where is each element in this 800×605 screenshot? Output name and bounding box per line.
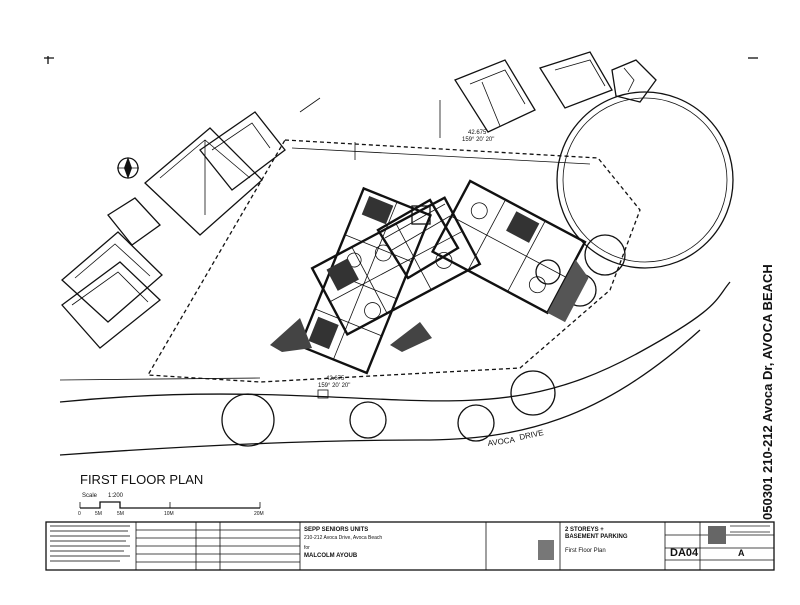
sheet-name: First Floor Plan bbox=[565, 548, 606, 554]
stair-hatching bbox=[270, 318, 432, 352]
scale-tick-1: 5M bbox=[95, 511, 102, 517]
boundary-top-bearing: 159° 20' 20" bbox=[462, 137, 494, 143]
scale-ratio: 1:200 bbox=[108, 493, 124, 499]
unit-block-b bbox=[430, 179, 589, 323]
corner-marks bbox=[44, 56, 758, 64]
title-block bbox=[45, 521, 775, 571]
project-name: SEPP SENIORS UNITS bbox=[304, 527, 368, 533]
street-name-label: AVOCA bbox=[487, 435, 516, 448]
scale-tick-0: 0 bbox=[78, 511, 81, 517]
turning-circle-inner bbox=[562, 97, 728, 263]
trees bbox=[221, 234, 626, 447]
road bbox=[59, 281, 731, 456]
boundary-bottom-dim: 42.675 bbox=[326, 376, 345, 382]
unit-block-c bbox=[310, 196, 482, 337]
neighbour-buildings-top bbox=[299, 51, 657, 138]
neighbour-buildings-left bbox=[61, 111, 286, 349]
boundary-dimension-bottom: 42.675 159° 20' 20" bbox=[317, 376, 350, 399]
description-line2: BASEMENT PARKING bbox=[565, 534, 628, 540]
drawing-number: DA04 bbox=[670, 547, 699, 559]
north-arrow-icon bbox=[117, 157, 139, 179]
scale-bar bbox=[79, 501, 261, 509]
project-address: 210-212 Avoca Drive, Avoca Beach bbox=[304, 535, 382, 541]
scale-tick-2: 5M bbox=[117, 511, 124, 517]
boundary-bottom-bearing: 159° 20' 20" bbox=[318, 383, 350, 389]
scale-tick-3: 10M bbox=[164, 511, 174, 517]
boundary-dimension-top: 42.675 159° 20' 20" bbox=[462, 130, 494, 143]
side-title: 050301 210-212 Avoca Dr, AVOCA BEACH bbox=[760, 264, 775, 520]
description-line1: 2 STOREYS + bbox=[565, 527, 604, 533]
boundary-top-dim: 42.675 bbox=[468, 130, 487, 136]
scale-tick-4: 20M bbox=[254, 511, 264, 517]
circulation-core bbox=[376, 198, 460, 280]
revision-letter: A bbox=[738, 548, 745, 558]
plan-title: FIRST FLOOR PLAN bbox=[80, 472, 203, 487]
client-name: MALCOLM AYOUB bbox=[304, 553, 358, 559]
site-boundary bbox=[146, 139, 641, 383]
client-for-label: for bbox=[304, 545, 310, 551]
scale-label: Scale bbox=[82, 493, 98, 499]
turning-circle bbox=[556, 91, 734, 269]
